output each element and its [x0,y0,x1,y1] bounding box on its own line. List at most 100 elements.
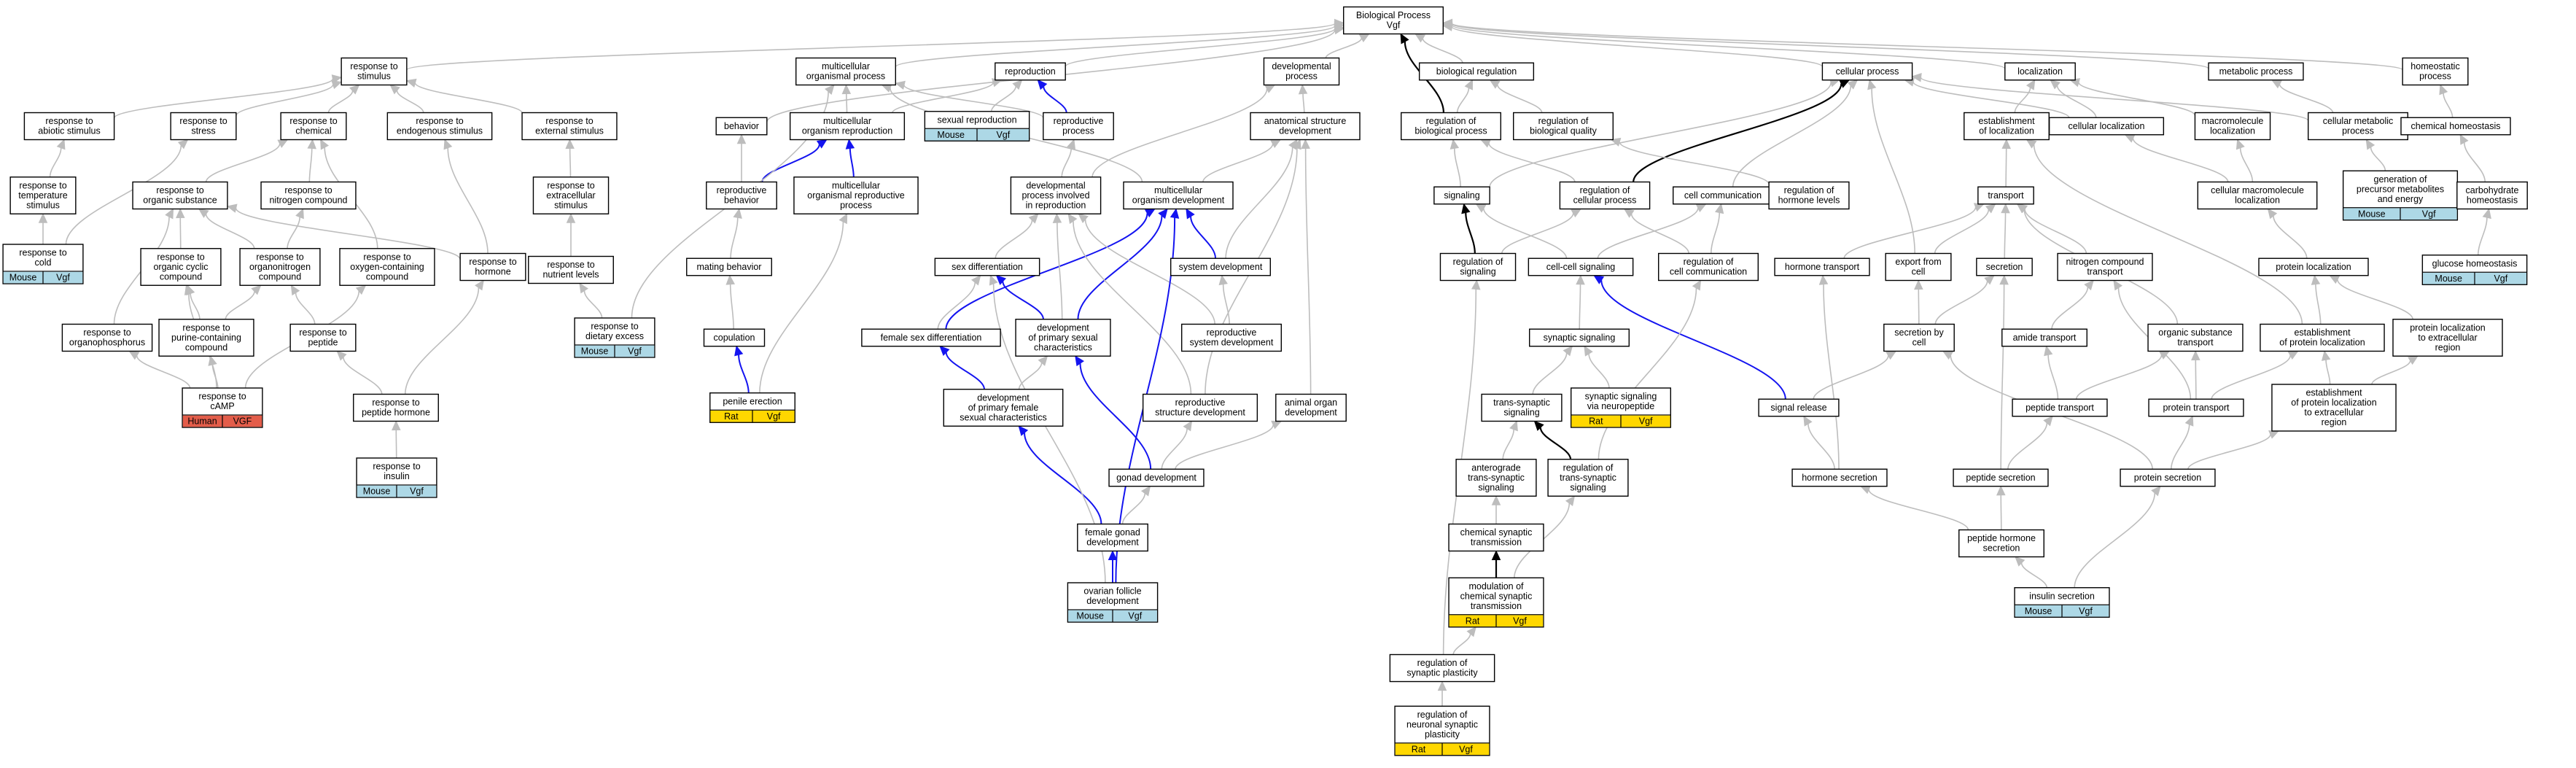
go-term-protloc[interactable]: protein localization [2258,257,2369,276]
go-term-amidetr[interactable]: amide transport [2001,328,2087,347]
go-term-gonad[interactable]: gonad development [1108,468,1205,487]
go-term-protsec[interactable]: protein secretion [2120,468,2216,487]
go-term-loc[interactable]: localization [2004,62,2076,81]
go-term-celloc[interactable]: cellular localization [2048,117,2165,136]
go-term-ccsig[interactable]: cell-cell signaling [1528,257,1634,276]
go-term-transport[interactable]: transport [1977,186,2034,205]
go-term-mating[interactable]: mating behavior [686,257,772,276]
go-term-behav[interactable]: behavior [715,117,768,136]
go-term-breg[interactable]: biological regulation [1418,62,1535,81]
go-term-copul[interactable]: copulation [703,328,766,347]
go-term-cellcomm[interactable]: cell communication [1672,186,1773,205]
go-term-hormsec[interactable]: hormone secretion [1791,468,1888,487]
go-term-repro[interactable]: reproduction [995,62,1066,81]
go-term-prottr[interactable]: protein transport [2148,398,2244,417]
go-term-peptr[interactable]: peptide transport [2012,398,2108,417]
go-term-hormtr[interactable]: hormone transport [1774,257,1870,276]
go-term-metab[interactable]: metabolic process [2208,62,2304,81]
go-term-cellp[interactable]: cellular process [1821,62,1913,81]
go-term-sexdiff[interactable]: sex differentiation [934,257,1040,276]
go-term-sigrel[interactable]: signal release [1758,398,1840,417]
go-term-secretion[interactable]: secretion [1976,257,2033,276]
go-term-fsd[interactable]: female sex differentiation [861,328,1001,347]
go-term-pepsec[interactable]: peptide secretion [1953,468,2049,487]
go-term-signaling[interactable]: signaling [1433,186,1490,205]
go-term-chemhomeo[interactable]: chemical homeostasis [2400,117,2511,136]
go-term-synsig[interactable]: synaptic signaling [1528,328,1630,347]
go-term-sysdev[interactable]: system development [1170,257,1271,276]
